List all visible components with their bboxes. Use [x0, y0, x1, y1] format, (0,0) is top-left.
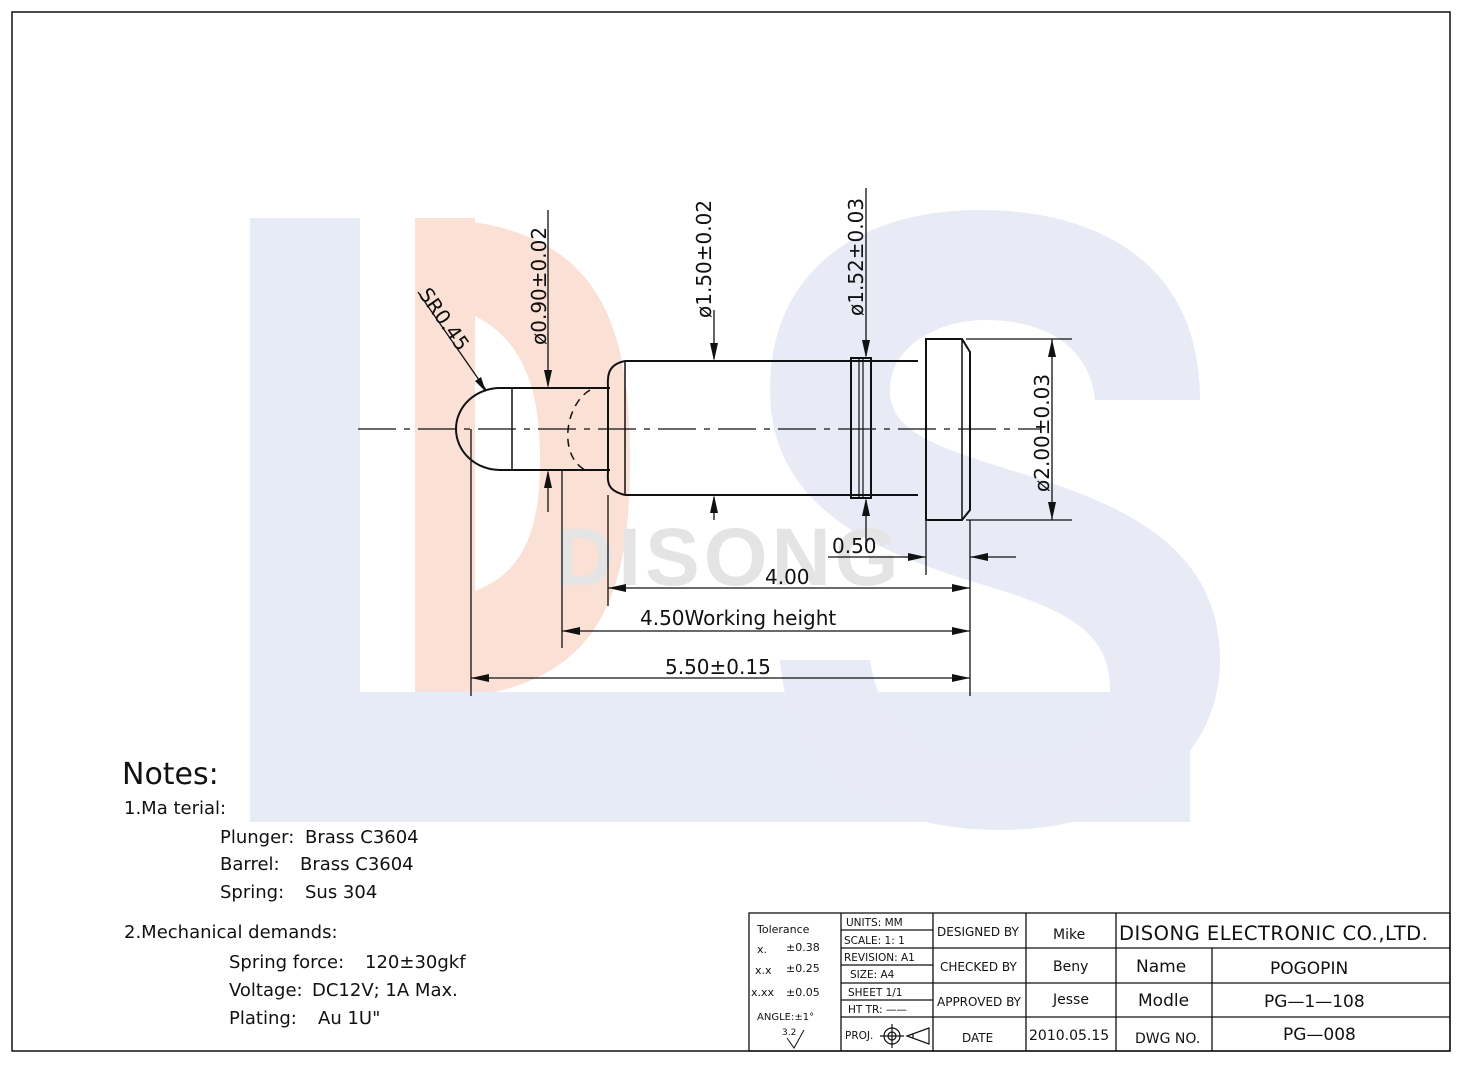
name-value: POGOPIN	[1270, 959, 1348, 979]
proj-label: PROJ.	[845, 1030, 873, 1042]
watermark-d-outer	[250, 218, 360, 712]
notes-block: Notes: 1.Ma terial: Plunger: Brass C3604…	[122, 757, 466, 1029]
pogopin-part	[358, 338, 1040, 521]
flange-dia-label: ø2.00±0.03	[1030, 374, 1054, 492]
barrel-len-arrow-right	[952, 584, 970, 592]
total-arrow-right	[952, 674, 970, 682]
designed-by-value: Mike	[1053, 927, 1085, 943]
tolerance-fmt-1: x.x	[755, 964, 772, 977]
tolerance-roughness: 3.2	[782, 1028, 796, 1038]
checked-by-label: CHECKED BY	[940, 960, 1017, 974]
tolerance-val-1: ±0.25	[786, 962, 820, 975]
tolerance-angle: ANGLE:±1°	[757, 1012, 814, 1023]
watermark-d-stem	[415, 218, 475, 698]
checked-by-value: Beny	[1053, 959, 1088, 975]
barrel-dia-arrow-bottom	[710, 495, 718, 513]
plunger-tip	[455, 387, 515, 471]
notes-title: Notes:	[122, 757, 219, 792]
title-block: Tolerance x. ±0.38 x.x ±0.25 x.xx ±0.05 …	[748, 912, 1451, 1052]
name-label: Name	[1136, 957, 1186, 977]
mech-label-force: Spring force:	[229, 952, 344, 973]
barrel-dia-arrow-top	[710, 343, 718, 361]
mech-value-force: 120±30gkf	[365, 952, 466, 973]
model-label: Modle	[1138, 991, 1189, 1011]
material-label-barrel: Barrel:	[220, 854, 280, 875]
sheet-border	[11, 11, 1451, 1052]
radius-leader	[417, 291, 487, 391]
size-cell: SIZE: A4	[850, 969, 895, 981]
approved-by-label: APPROVED BY	[937, 995, 1022, 1009]
httr-cell: HT TR: ——	[848, 1004, 907, 1016]
tolerance-fmt-0: x.	[757, 943, 767, 956]
company-name: DISONG ELECTRONIC CO.,LTD.	[1119, 922, 1428, 945]
flange-dia-arrow-top	[1048, 339, 1056, 357]
dwg-no-label: DWG NO.	[1135, 1031, 1200, 1047]
working-height-label: 4.50Working height	[640, 606, 836, 630]
tolerance-val-2: ±0.05	[786, 986, 820, 999]
barrel-len-label: 4.00	[765, 565, 810, 589]
mech-value-plating: Au 1U"	[318, 1008, 380, 1029]
revision-cell: REVISION: A1	[844, 952, 915, 964]
total-arrow-left	[471, 674, 489, 682]
flange-dia-arrow-bottom	[1048, 502, 1056, 520]
tolerance-fmt-2: x.xx	[751, 986, 775, 999]
working-arrow-left	[562, 627, 580, 635]
model-value: PG—1—108	[1264, 992, 1365, 1012]
plunger-hidden-arc	[567, 389, 591, 471]
mech-label-voltage: Voltage:	[229, 980, 303, 1001]
material-heading: 1.Ma terial:	[124, 798, 226, 819]
barrel-body	[606, 360, 918, 496]
units-cell: UNITS: MM	[846, 917, 903, 929]
title-block-frame	[748, 912, 1451, 1052]
flange-len-arrow-right	[970, 553, 988, 561]
barrel-groove	[850, 357, 872, 499]
groove-dia-label: ø1.52±0.03	[844, 198, 868, 316]
total-len-label: 5.50±0.15	[665, 655, 771, 679]
approved-by-value: Jesse	[1052, 992, 1089, 1008]
date-value: 2010.05.15	[1029, 1028, 1109, 1044]
plunger-dia-label: ø0.90±0.02	[527, 227, 551, 345]
radius-arrow	[475, 377, 486, 392]
flange-len-arrow-left	[908, 553, 926, 561]
material-value-spring: Sus 304	[305, 882, 377, 903]
groove-dia-arrow-top	[862, 340, 870, 358]
mech-label-plating: Plating:	[229, 1008, 297, 1029]
plunger-dia-arrow-bottom	[544, 470, 552, 488]
scale-cell: SCALE: 1: 1	[844, 935, 905, 947]
roughness-symbol	[786, 1029, 805, 1049]
tolerance-title: Tolerance	[756, 923, 810, 936]
flange-len-label: 0.50	[832, 534, 877, 558]
designed-by-label: DESIGNED BY	[937, 925, 1019, 939]
dimensions	[417, 188, 1072, 696]
sheet-cell: SHEET 1/1	[848, 987, 902, 999]
watermark-d-bowl	[415, 218, 630, 700]
working-arrow-right	[952, 627, 970, 635]
plunger-dia-arrow-top	[544, 370, 552, 388]
date-label: DATE	[962, 1031, 993, 1045]
mechanical-heading: 2.Mechanical demands:	[124, 922, 338, 943]
watermark-logo: DISONG	[250, 210, 1220, 830]
projection-symbol-icon	[880, 1024, 930, 1048]
material-value-barrel: Brass C3604	[300, 854, 414, 875]
dwg-no-value: PG—008	[1283, 1025, 1356, 1045]
material-label-spring: Spring:	[220, 882, 284, 903]
tolerance-val-0: ±0.38	[786, 941, 820, 954]
material-label-plunger: Plunger:	[220, 827, 294, 848]
material-value-plunger: Brass C3604	[305, 827, 419, 848]
mech-value-voltage: DC12V; 1A Max.	[312, 980, 458, 1001]
barrel-dia-label: ø1.50±0.02	[692, 200, 716, 318]
barrel-len-arrow-left	[608, 584, 626, 592]
groove-dia-arrow-bottom	[862, 498, 870, 516]
